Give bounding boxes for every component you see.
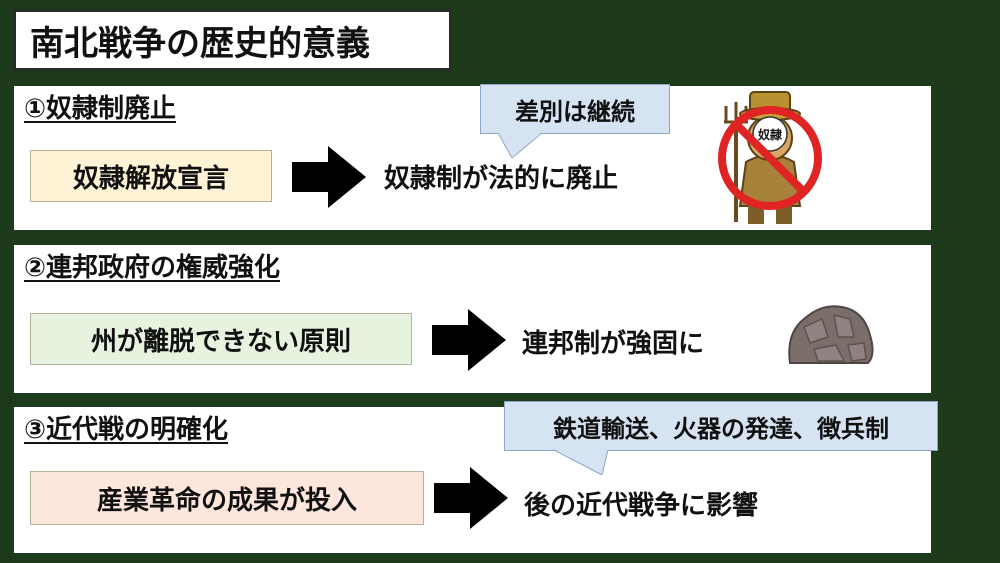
- section-heading: ①奴隷制廃止: [24, 94, 177, 124]
- section-federal-authority: ②連邦政府の権威強化 州が離脱できない原則 連邦制が強固に: [14, 245, 931, 393]
- slide-title: 南北戦争の歴史的意義: [14, 10, 451, 70]
- callout-tail: [498, 132, 542, 158]
- right-arrow-icon: [434, 467, 508, 529]
- effect-text: 奴隷制が法的に廃止: [384, 164, 619, 194]
- enslaved-worker-prohibited-icon: 奴隷: [710, 82, 830, 226]
- cause-label: 州が離脱できない原則: [30, 313, 412, 365]
- callout-discrimination: 差別は継続: [480, 84, 670, 134]
- rock-icon: [784, 297, 876, 369]
- effect-text: 後の近代戦争に影響: [524, 491, 759, 521]
- callout-modern-war-factors: 鉄道輸送、火器の発達、徴兵制: [504, 401, 938, 451]
- cause-label: 奴隷解放宣言: [30, 150, 272, 202]
- cause-label: 産業革命の成果が投入: [30, 471, 424, 525]
- section-heading: ③近代戦の明確化: [24, 415, 229, 445]
- figure-label: 奴隷: [757, 127, 783, 142]
- section-modern-warfare: ③近代戦の明確化 産業革命の成果が投入 後の近代戦争に影響 鉄道輸送、火器の発達…: [14, 401, 938, 553]
- section-slavery-abolition: ①奴隷制廃止 奴隷解放宣言 奴隷制が法的に廃止 差別は継続 奴隷: [14, 84, 931, 230]
- effect-text: 連邦制が強固に: [522, 329, 705, 359]
- section-heading: ②連邦政府の権威強化: [24, 253, 281, 283]
- callout-tail: [554, 449, 608, 475]
- right-arrow-icon: [432, 309, 506, 371]
- right-arrow-icon: [292, 146, 366, 208]
